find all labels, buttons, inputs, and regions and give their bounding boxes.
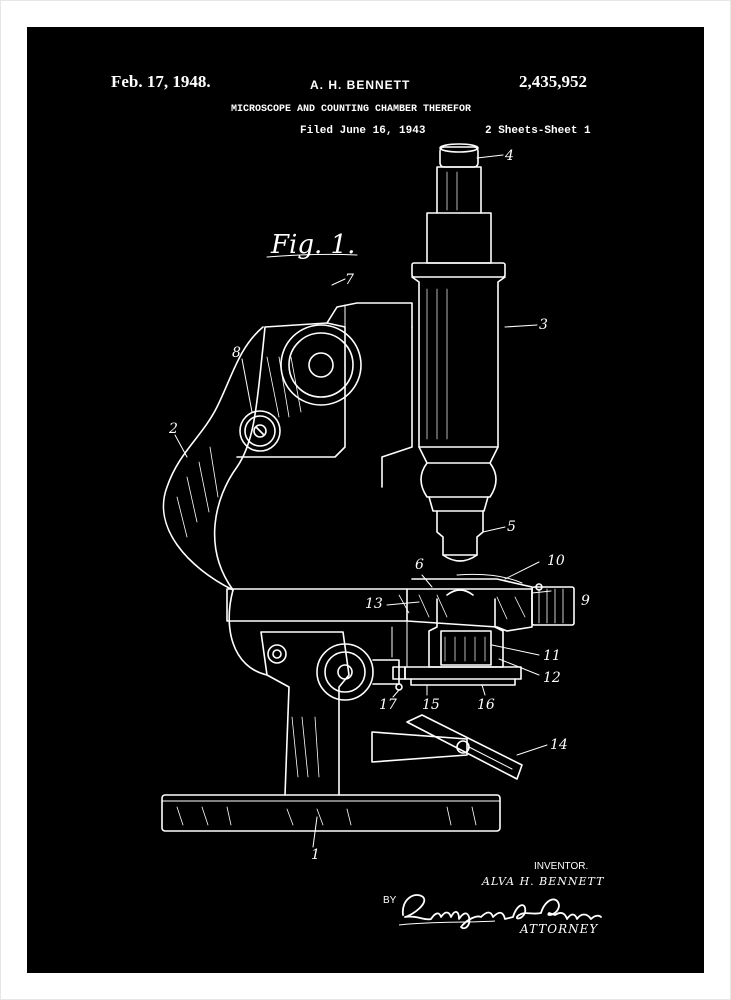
microscope-drawing: Fig. 1. [161, 143, 590, 863]
fine-focus-knob [239, 410, 281, 452]
microscope-stage [226, 573, 575, 632]
by-label: BY [383, 895, 397, 906]
mirror-lever [371, 714, 523, 780]
inventor-label: INVENTOR. [534, 861, 589, 872]
ref-numeral-13: 13 [365, 596, 383, 612]
ref-numeral-14: 14 [550, 737, 568, 753]
microscope-base [161, 794, 501, 832]
counting-chamber [391, 589, 522, 691]
patent-inventor: A. H. BENNETT [310, 78, 411, 92]
ref-numeral-1: 1 [311, 847, 320, 863]
ref-numeral-15: 15 [422, 697, 440, 713]
patent-number: 2,435,952 [519, 72, 587, 91]
patent-filed-date: Filed June 16, 1943 [300, 125, 426, 137]
ref-numeral-9: 9 [581, 593, 590, 609]
coarse-focus-knob [280, 302, 413, 406]
ref-numeral-4: 4 [504, 148, 514, 164]
ref-numeral-8: 8 [232, 345, 241, 361]
objective-lens [436, 510, 484, 562]
ref-numeral-7: 7 [345, 272, 354, 288]
eyepiece [426, 143, 492, 264]
ref-numeral-10: 10 [547, 553, 565, 569]
attorney-label: ATTORNEY [520, 922, 599, 936]
ref-numeral-17: 17 [379, 697, 397, 713]
patent-sheets: 2 Sheets-Sheet 1 [485, 125, 591, 137]
body-tube [381, 262, 506, 512]
microscope-arm [162, 322, 346, 676]
attorney-signature [398, 894, 602, 930]
substage-focus-knob [316, 643, 400, 701]
patent-date: Feb. 17, 1948. [111, 72, 211, 91]
ref-numeral-6: 6 [415, 557, 424, 573]
inventor-name: ALVA H. BENNETT [482, 875, 605, 888]
patent-title: MICROSCOPE AND COUNTING CHAMBER THEREFOR [231, 104, 472, 115]
ref-numeral-11: 11 [543, 648, 561, 664]
ref-numeral-5: 5 [507, 519, 516, 535]
leader-lines [174, 154, 552, 848]
ref-numeral-3: 3 [539, 317, 548, 333]
ref-numeral-2: 2 [168, 421, 178, 437]
patent-poster: Feb. 17, 1948. A. H. BENNETT 2,435,952 M… [27, 27, 704, 973]
microscope-pillar [260, 631, 350, 796]
ref-numeral-12: 12 [543, 670, 561, 686]
ref-numeral-16: 16 [477, 697, 495, 713]
